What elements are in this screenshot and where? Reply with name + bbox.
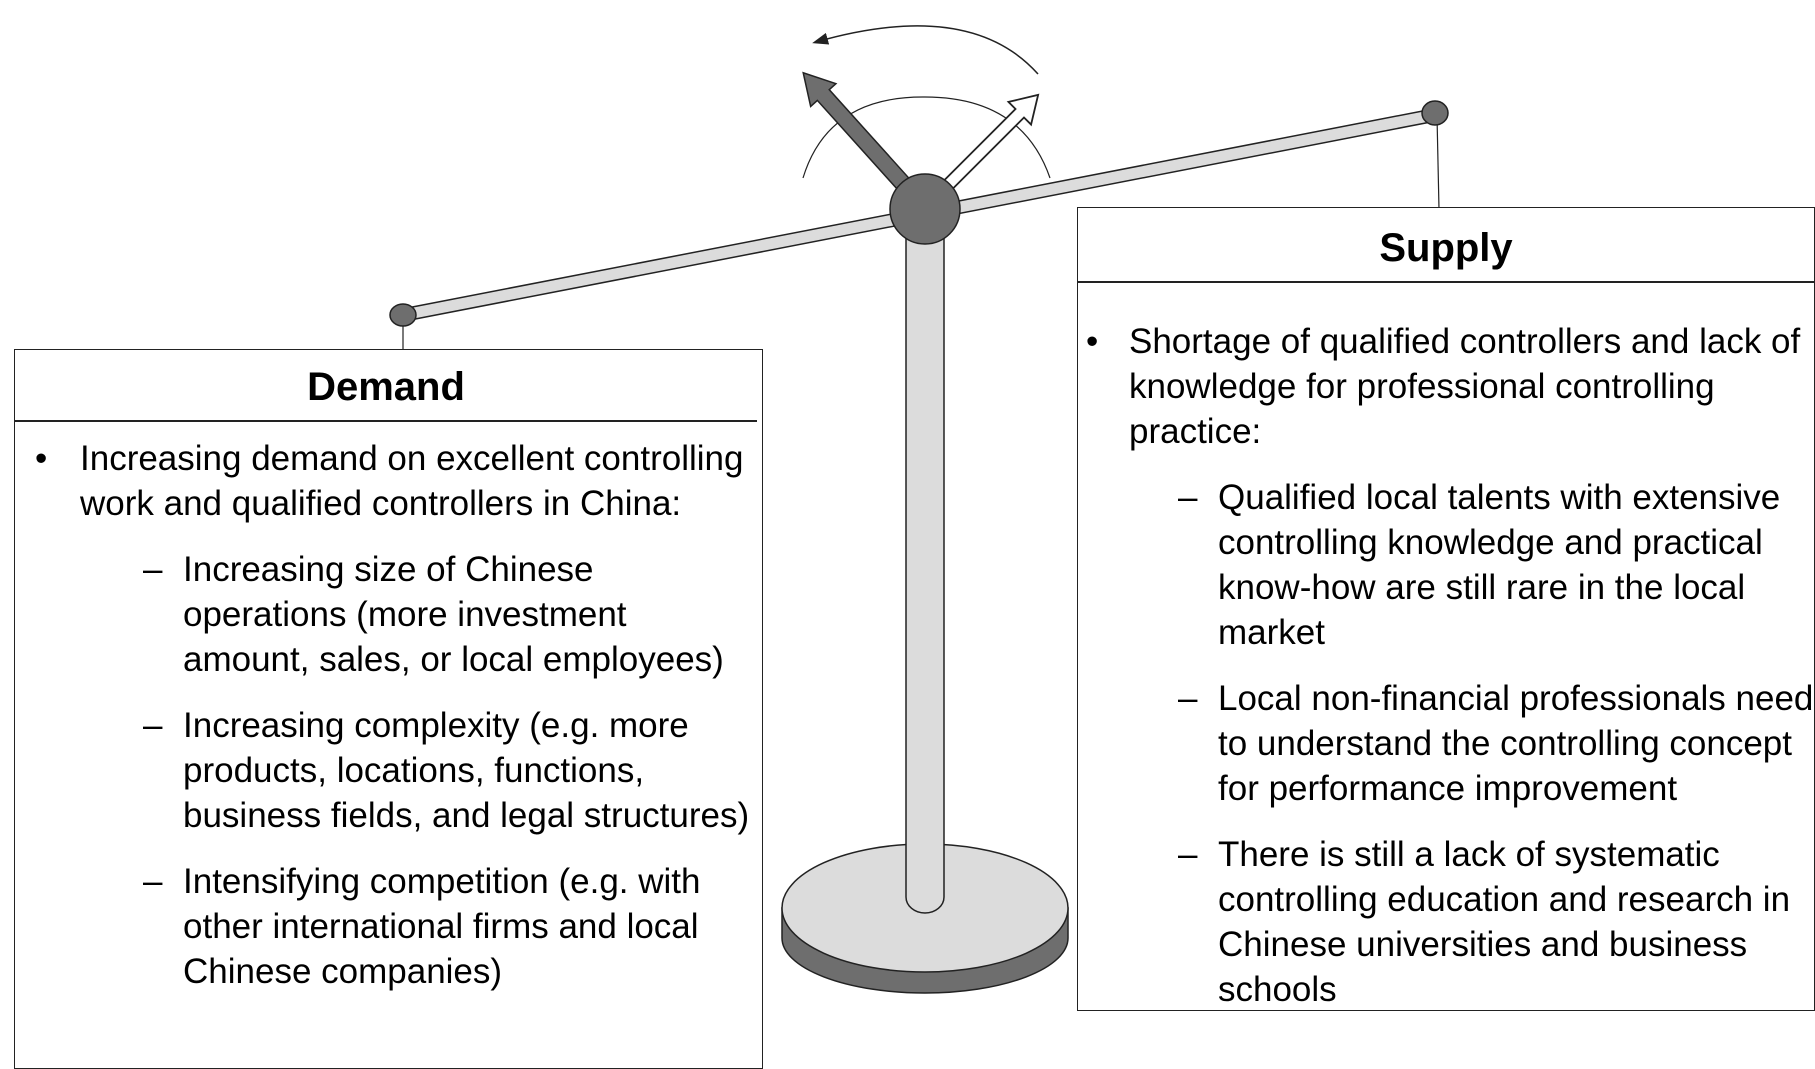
demand-title: Demand bbox=[15, 350, 757, 422]
supply-box: Supply Shortage of qualified controllers… bbox=[1077, 207, 1815, 1011]
swing-arc bbox=[802, 96, 1051, 179]
demand-subitem: Increasing size of Chinese operations (m… bbox=[80, 547, 762, 682]
supply-title: Supply bbox=[1078, 208, 1814, 283]
demand-subitem: Intensifying competition (e.g. with othe… bbox=[80, 859, 762, 994]
supply-bullet-text: Shortage of qualified controllers and la… bbox=[1129, 322, 1801, 451]
rotation-arrow bbox=[812, 25, 1039, 75]
right-beam-end bbox=[1421, 100, 1449, 126]
pivot-hub bbox=[889, 173, 961, 245]
demand-sublist: Increasing size of Chinese operations (m… bbox=[80, 547, 762, 994]
supply-subitem: Qualified local talents with extensive c… bbox=[1129, 475, 1814, 655]
supply-subitem: Local non-financial professionals need t… bbox=[1129, 676, 1814, 811]
supply-subitem: There is still a lack of systematic cont… bbox=[1129, 832, 1814, 1012]
supply-bullet: Shortage of qualified controllers and la… bbox=[1078, 319, 1814, 1012]
scale-pillar bbox=[905, 219, 945, 914]
demand-bullet-text: Increasing demand on excellent controlli… bbox=[80, 439, 744, 523]
demand-list: Increasing demand on excellent controlli… bbox=[15, 436, 762, 994]
right-string bbox=[1436, 115, 1440, 210]
supply-sublist: Qualified local talents with extensive c… bbox=[1129, 475, 1814, 1012]
demand-box: Demand Increasing demand on excellent co… bbox=[14, 349, 763, 1069]
demand-subitem: Increasing complexity (e.g. more product… bbox=[80, 703, 762, 838]
demand-bullet: Increasing demand on excellent controlli… bbox=[15, 436, 762, 994]
supply-list: Shortage of qualified controllers and la… bbox=[1078, 319, 1814, 1012]
left-beam-end bbox=[389, 303, 417, 327]
